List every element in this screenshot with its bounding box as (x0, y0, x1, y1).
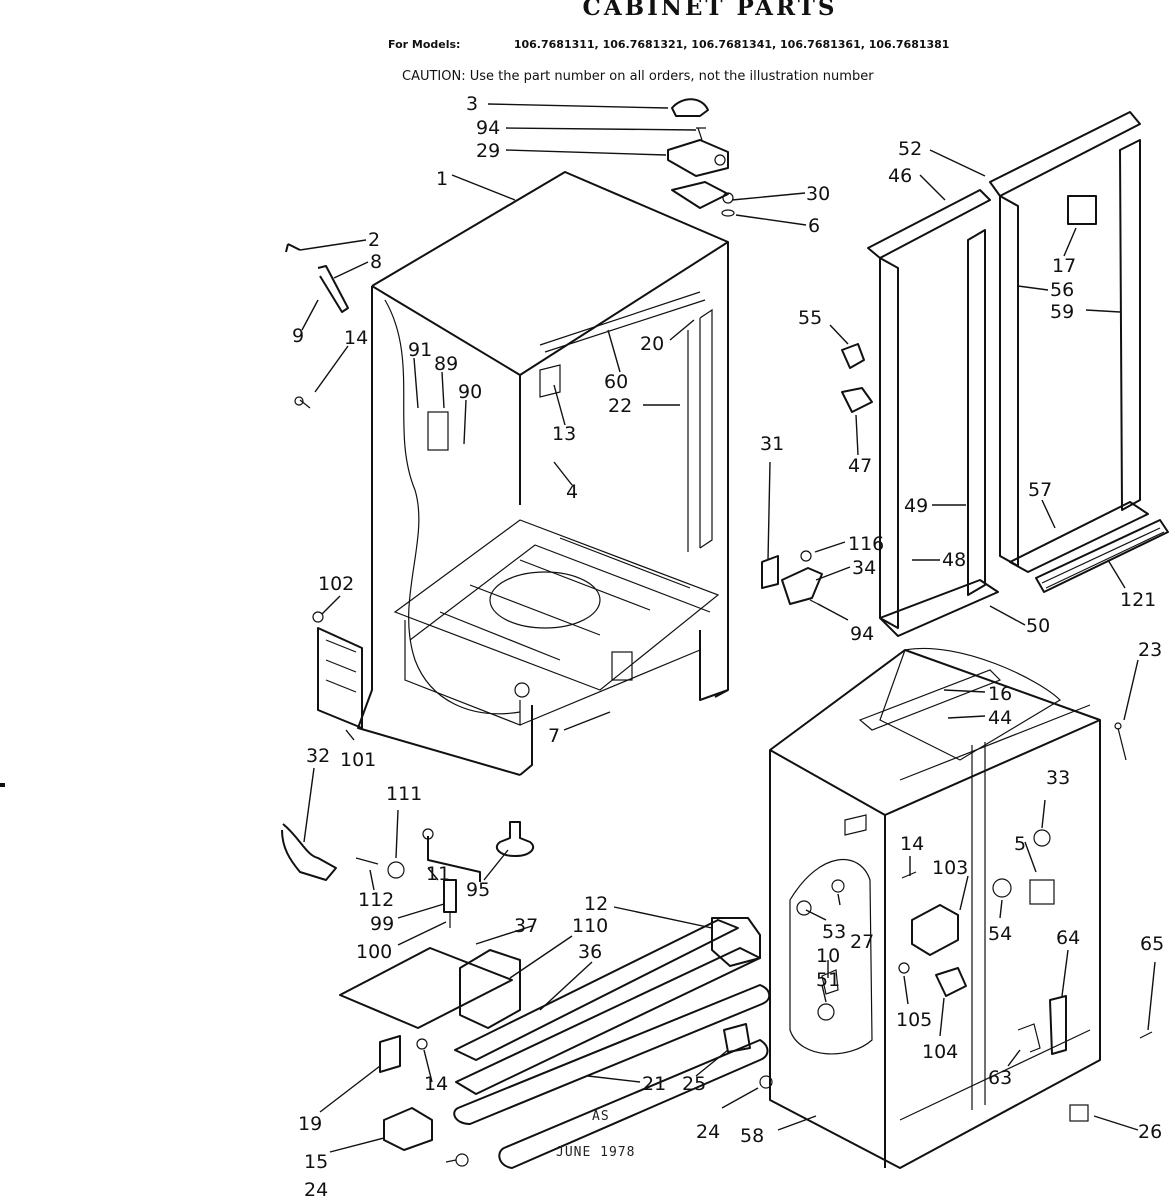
margin-mark (0, 783, 5, 787)
callout-4: 4 (566, 481, 578, 503)
callout-59: 59 (1050, 301, 1074, 323)
top-hinge-assembly (667, 98, 735, 217)
callout-46: 46 (888, 165, 912, 187)
callout-2: 2 (368, 229, 380, 251)
callout-20: 20 (640, 333, 664, 355)
callout-26: 26 (1138, 1121, 1162, 1143)
callout-56: 56 (1050, 279, 1074, 301)
callout-95: 95 (466, 879, 490, 901)
model-list: For Models: 106.7681311, 106.7681321, 10… (388, 38, 949, 51)
callout-33: 33 (1046, 767, 1070, 789)
callout-105: 105 (896, 1009, 932, 1031)
callout-55: 55 (798, 307, 822, 329)
callout-90: 90 (458, 381, 482, 403)
base-rails (339, 917, 773, 1169)
callout-94: 94 (476, 117, 500, 139)
callout-103: 103 (932, 857, 968, 879)
callout-5: 5 (1014, 833, 1026, 855)
callout-21: 21 (642, 1073, 666, 1095)
callout-44: 44 (988, 707, 1012, 729)
callout-32: 32 (306, 745, 330, 767)
callout-labels: 3 94 29 1 30 6 2 8 9 14 91 89 90 20 60 2… (292, 93, 1164, 1200)
callout-50: 50 (1026, 615, 1050, 637)
callout-30: 30 (806, 183, 830, 205)
upper-cabinet-liner (357, 171, 729, 776)
callout-116: 116 (848, 533, 884, 555)
callout-58: 58 (740, 1125, 764, 1147)
callout-91: 91 (408, 339, 432, 361)
callout-60: 60 (604, 371, 628, 393)
callout-24: 24 (696, 1121, 720, 1143)
callout-3: 3 (466, 93, 478, 115)
callout-104: 104 (922, 1041, 958, 1063)
page-title: CABINET PARTS (582, 0, 838, 21)
callout-65: 65 (1140, 933, 1164, 955)
callout-23: 23 (1138, 639, 1162, 661)
callout-25: 25 (682, 1073, 706, 1095)
left-side-parts (281, 243, 535, 928)
callout-47: 47 (848, 455, 872, 477)
callout-10: 10 (816, 945, 840, 967)
callout-15: 15 (304, 1151, 328, 1173)
callout-54: 54 (988, 923, 1012, 945)
caution-note: CAUTION: Use the part number on all orde… (402, 69, 874, 84)
callout-48: 48 (942, 549, 966, 571)
callout-49: 49 (904, 495, 928, 517)
callout-16: 16 (988, 683, 1012, 705)
callout-57: 57 (1028, 479, 1052, 501)
callout-112: 112 (358, 889, 394, 911)
stamp-code: AS (592, 1109, 610, 1124)
callout-111: 111 (386, 783, 422, 805)
callout-14c: 14 (424, 1073, 448, 1095)
callout-89: 89 (434, 353, 458, 375)
callout-64: 64 (1056, 927, 1080, 949)
callout-11: 11 (426, 863, 450, 885)
callout-53: 53 (822, 921, 846, 943)
callout-52: 52 (898, 138, 922, 160)
lower-cabinet (769, 647, 1153, 1169)
models-label: For Models: (388, 38, 461, 51)
callout-29: 29 (476, 140, 500, 162)
door-gasket-frames (761, 111, 1169, 637)
stamp-date: JUNE 1978 (556, 1145, 635, 1160)
callout-51: 51 (816, 969, 840, 991)
callout-37: 37 (514, 915, 538, 937)
callout-14b: 14 (900, 833, 924, 855)
callout-121: 121 (1120, 589, 1156, 611)
callout-31: 31 (760, 433, 784, 455)
callout-8: 8 (370, 251, 382, 273)
leader-lines (299, 103, 1156, 1163)
callout-110: 110 (572, 915, 608, 937)
callout-17: 17 (1052, 255, 1076, 277)
callout-101: 101 (340, 749, 376, 771)
callout-1: 1 (436, 168, 448, 190)
callout-9: 9 (292, 325, 304, 347)
callout-24b: 24 (304, 1179, 328, 1200)
callout-36: 36 (578, 941, 602, 963)
callout-7: 7 (548, 725, 560, 747)
callout-102: 102 (318, 573, 354, 595)
callout-13: 13 (552, 423, 576, 445)
callout-99: 99 (370, 913, 394, 935)
callout-6: 6 (808, 215, 820, 237)
callout-27: 27 (850, 931, 874, 953)
model-numbers: 106.7681311, 106.7681321, 106.7681341, 1… (513, 38, 950, 51)
callout-12: 12 (584, 893, 608, 915)
callout-19: 19 (298, 1113, 322, 1135)
callout-94b: 94 (850, 623, 874, 645)
callout-63: 63 (988, 1067, 1012, 1089)
callout-34: 34 (852, 557, 876, 579)
callout-22: 22 (608, 395, 632, 417)
callout-14: 14 (344, 327, 368, 349)
callout-100: 100 (356, 941, 392, 963)
